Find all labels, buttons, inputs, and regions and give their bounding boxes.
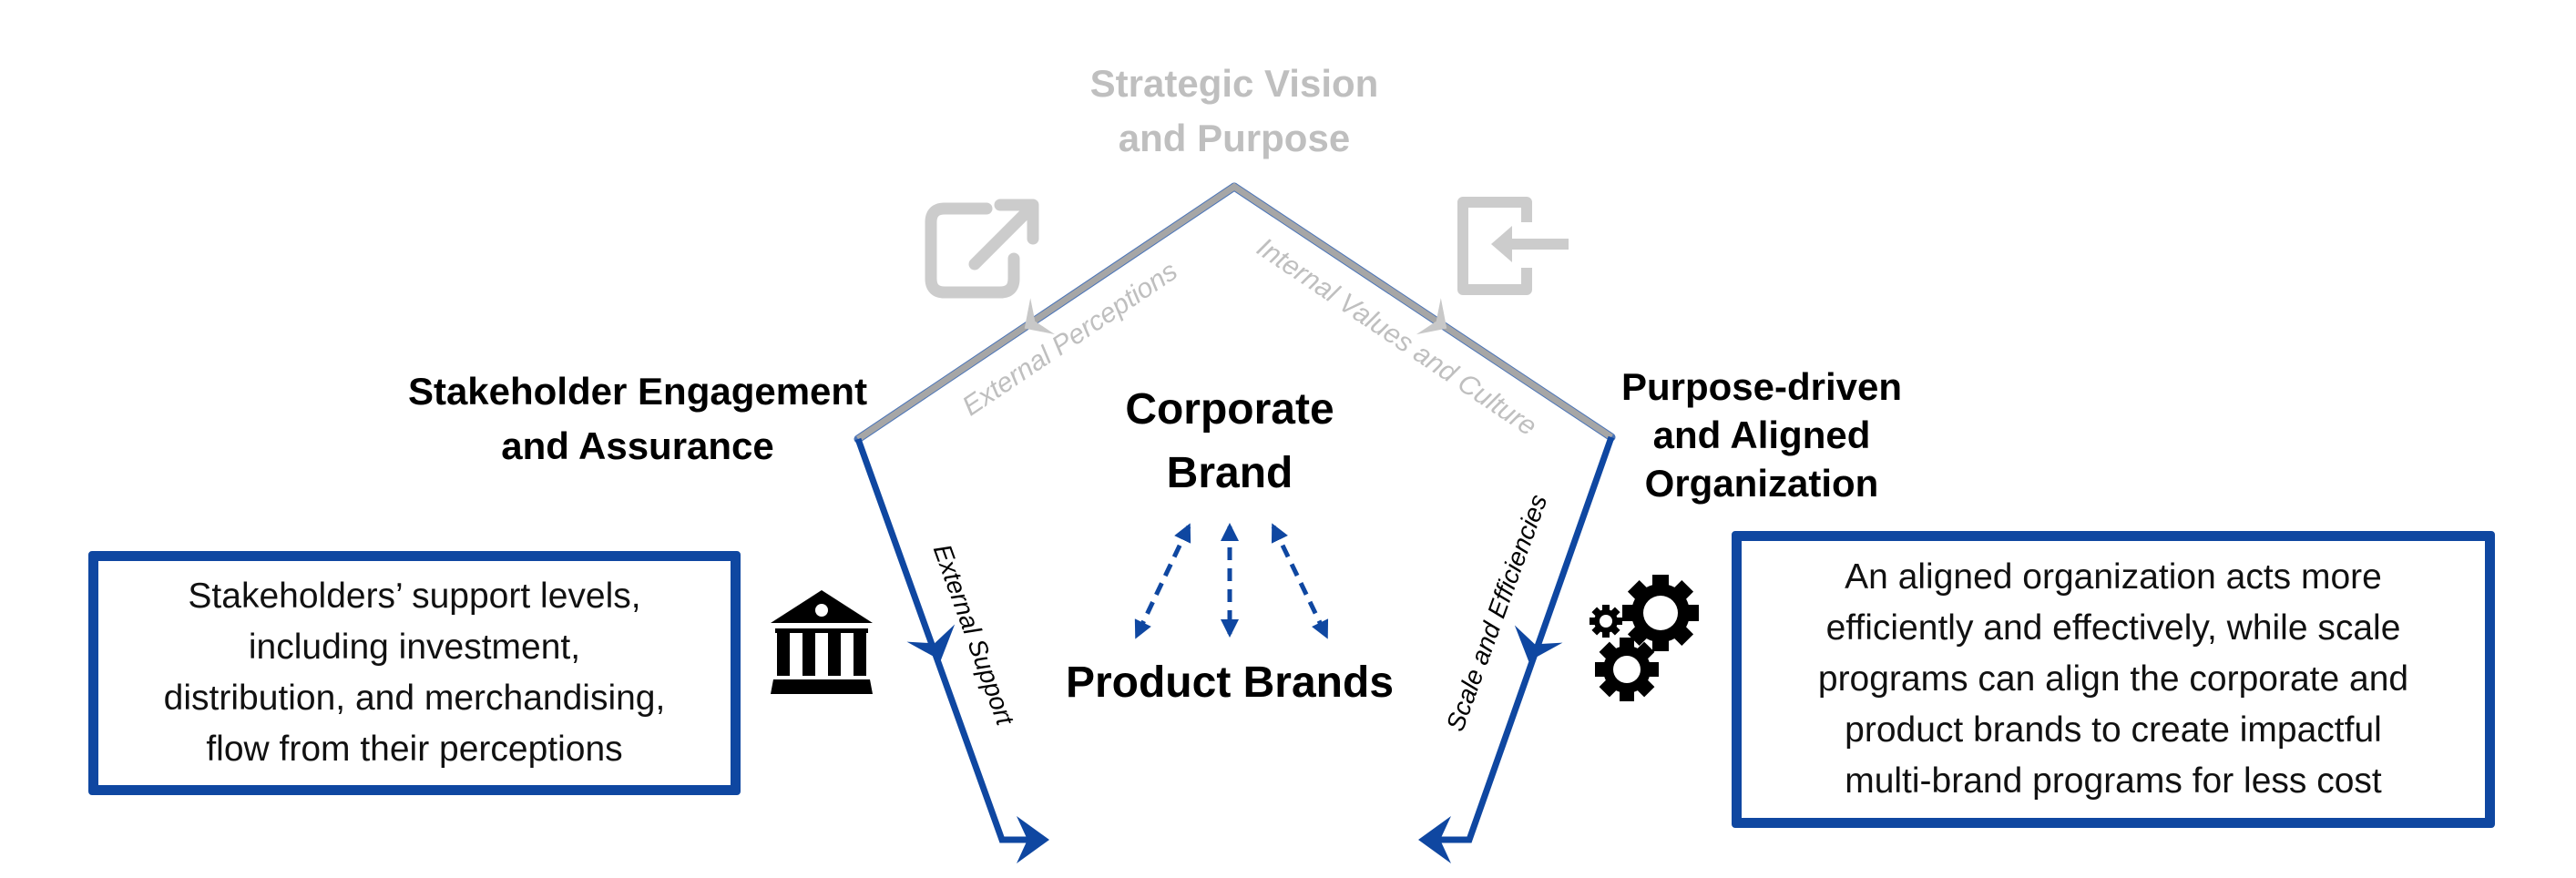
node-line: and Assurance <box>501 424 774 467</box>
gears-icon <box>1590 575 1699 701</box>
label-external-support: External Support <box>928 540 1020 730</box>
edge-external-support <box>854 437 1038 843</box>
node-line: Corporate <box>1125 385 1334 434</box>
corporate-brand-label: Corporate Brand <box>1048 378 1412 505</box>
node-line: and Aligned <box>1652 413 1871 456</box>
bank-institution-icon <box>771 590 873 694</box>
callout-line: programs can align the corporate and <box>1817 659 2409 699</box>
callout-line: product brands to create impactful <box>1845 710 2382 750</box>
sign-in-icon <box>1457 197 1569 295</box>
chevron-down-icon <box>906 624 956 661</box>
chevron-down-left-icon <box>1024 298 1056 335</box>
chevron-down-icon <box>1514 625 1563 662</box>
callout-line: multi-brand programs for less cost <box>1845 761 2382 801</box>
aligned-organization-callout: An aligned organization acts more effici… <box>1732 531 2495 828</box>
edge-scale-efficiencies <box>1430 435 1615 843</box>
callout-line: flow from their perceptions <box>206 730 623 769</box>
node-line: Product Brands <box>1065 658 1395 707</box>
stakeholder-support-callout: Stakeholders’ support levels, including … <box>88 551 741 795</box>
arrow-corporate-to-product-right <box>1271 523 1329 639</box>
node-strategic-vision: Strategic Vision and Purpose <box>1052 56 1416 166</box>
brand-relationship-arrows <box>1134 523 1329 639</box>
arrow-corporate-to-product-left <box>1134 523 1191 639</box>
node-stakeholder-engagement: Stakeholder Engagement and Assurance <box>383 364 893 474</box>
top-edges <box>854 182 1616 444</box>
product-brands-label: Product Brands <box>1029 654 1430 712</box>
node-line: Stakeholder Engagement <box>407 370 868 413</box>
node-line: and Purpose <box>1118 117 1351 159</box>
node-purpose-driven-organization: Purpose-driven and Aligned Organization <box>1579 362 1944 507</box>
chevron-right-icon <box>1017 816 1049 863</box>
callout-line: Stakeholders’ support levels, <box>188 577 641 616</box>
chevron-left-icon <box>1418 816 1451 863</box>
lower-edges <box>854 435 1615 843</box>
callout-line: including investment, <box>248 628 581 667</box>
label-scale-efficiencies: Scale and Efficiencies <box>1441 491 1553 735</box>
node-line: Purpose-driven <box>1620 365 1903 408</box>
external-link-icon <box>925 199 1039 299</box>
sign-in-arrowhead <box>1491 226 1512 262</box>
node-line: Organization <box>1644 462 1879 505</box>
gray-edge-stroke <box>856 182 1613 442</box>
node-line: Brand <box>1166 449 1293 497</box>
chevron-down-right-icon <box>1416 298 1447 335</box>
callout-line: distribution, and merchandising, <box>163 679 666 718</box>
callout-line: An aligned organization acts more <box>1845 557 2382 597</box>
callout-line: efficiently and effectively, while scale <box>1825 608 2401 648</box>
node-line: Strategic Vision <box>1089 62 1379 105</box>
